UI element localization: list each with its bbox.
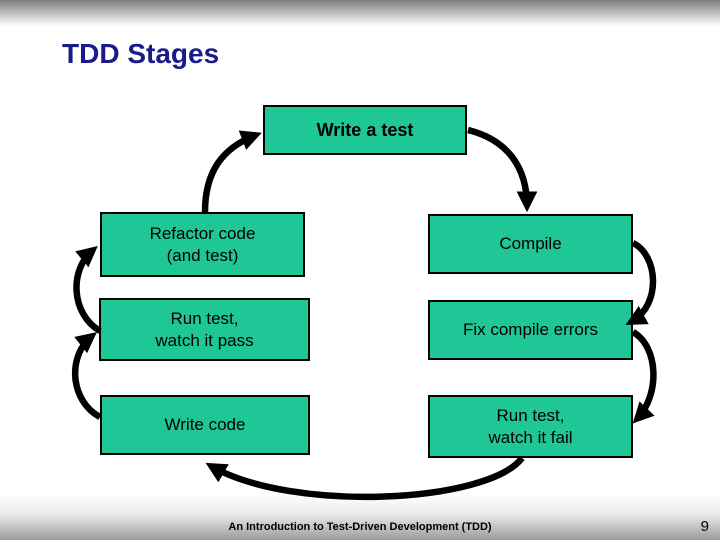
arrow-refactor-to-write-a-test: [201, 130, 262, 213]
arrow-write-a-test-to-compile: [467, 126, 538, 213]
node-label: Write a test: [316, 119, 414, 140]
node-write-code: Write code: [100, 395, 310, 455]
arrow-run-test-pass-to-refactor: [73, 245, 102, 334]
page-title: TDD Stages: [62, 38, 220, 69]
node-compile: Compile: [428, 214, 633, 274]
bottom-gradient-bar: [0, 494, 720, 540]
node-write-a-test: Write a test: [263, 105, 467, 155]
node-refactor-code: Refactor code (and test): [100, 212, 305, 277]
node-fix-compile-errors: Fix compile errors: [428, 300, 633, 360]
node-label: Refactor code (and test): [149, 224, 256, 265]
node-label: Compile: [499, 234, 562, 254]
arrow-fix-compile-errors-to-run-test-fail: [631, 329, 657, 424]
top-gradient-bar: [0, 0, 720, 26]
node-label: Run test, watch it fail: [488, 406, 573, 447]
arrow-write-code-to-run-test-pass: [71, 332, 102, 420]
arrow-compile-to-fix-compile-errors: [625, 240, 657, 326]
page-number: 9: [700, 518, 709, 535]
arrow-run-test-fail-to-write-code: [205, 455, 525, 501]
node-label: Run test, watch it pass: [155, 309, 254, 350]
node-label: Fix compile errors: [462, 320, 599, 340]
footer-text: An Introduction to Test-Driven Developme…: [228, 521, 492, 533]
node-run-test-watch-it-pass: Run test, watch it pass: [99, 298, 310, 361]
node-run-test-watch-it-fail: Run test, watch it fail: [428, 395, 633, 458]
node-label: Write code: [164, 415, 246, 435]
